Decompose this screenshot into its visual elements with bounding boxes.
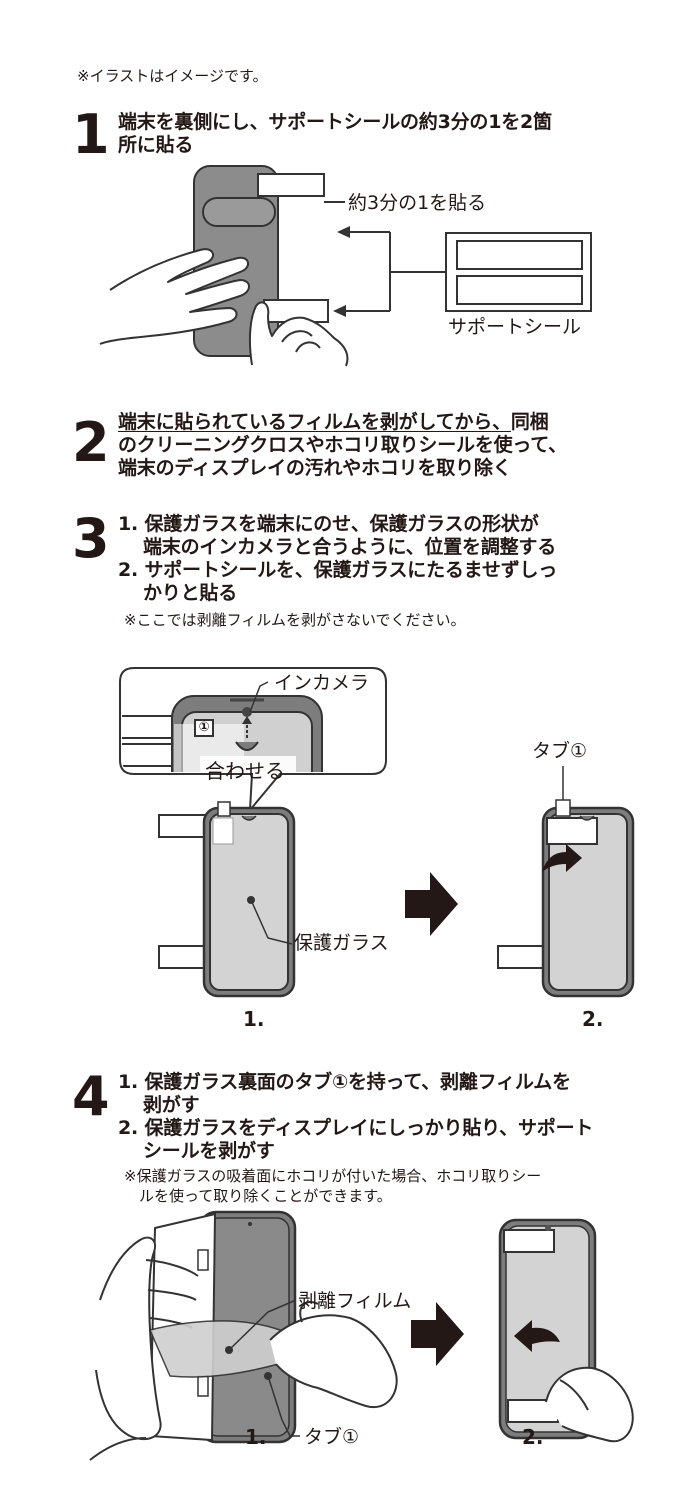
step-number-3: 3 bbox=[72, 507, 110, 570]
step2-line-3: 端末のディスプレイの汚れやホコリを取り除く bbox=[118, 457, 512, 479]
figure-label-4-1: 1. bbox=[245, 1425, 267, 1449]
step2-line-1: 端末に貼られているフィルムを剥がしてから、同梱 bbox=[118, 411, 549, 434]
step3-line-4: かりと貼る bbox=[143, 582, 238, 604]
step4-note-line-1: ※保護ガラスの吸着面にホコリが付いた場合、ホコリ取りシー bbox=[124, 1167, 542, 1185]
step4-note-line-2: ルを使って取り除くことができます。 bbox=[139, 1187, 392, 1205]
step1-illustration bbox=[99, 165, 592, 367]
label-in-camera: インカメラ bbox=[274, 672, 370, 694]
step4-line-1: 1. 保護ガラス裏面のタブ①を持って、剥離フィルムを bbox=[118, 1071, 571, 1093]
tab-mark-zoom: ① bbox=[198, 720, 210, 735]
figure-label-1: 1. bbox=[243, 1007, 265, 1031]
step2-line-1-rest: 同梱 bbox=[510, 411, 549, 433]
step3-line-2: 端末のインカメラと合うように、位置を調整する bbox=[143, 536, 557, 558]
label-approx-one-third: 約3分の1を貼る bbox=[348, 192, 487, 214]
illustration-note: ※イラストはイメージです。 bbox=[77, 67, 268, 85]
step4-line-3: 2. 保護ガラスをディスプレイにしっかり貼り、サポート bbox=[118, 1117, 594, 1139]
label-release-film: 剥離フィルム bbox=[298, 1290, 412, 1312]
label-tab-step4: タブ① bbox=[304, 1426, 360, 1448]
step-number-1: 1 bbox=[72, 103, 110, 166]
step1-line-2: 所に貼る bbox=[118, 134, 194, 156]
step2-underlined-text: 端末に貼られているフィルムを剥がしてから、 bbox=[118, 411, 511, 433]
label-support-sticker: サポートシール bbox=[448, 316, 582, 338]
step-number-2: 2 bbox=[72, 411, 110, 474]
figure-label-4-2: 2. bbox=[522, 1425, 544, 1449]
step-number-4: 4 bbox=[72, 1065, 110, 1128]
label-tab-step3: タブ① bbox=[532, 740, 588, 762]
step3-line-3: 2. サポートシールを、保護ガラスにたるませずしっ bbox=[118, 559, 558, 581]
step1-line-1: 端末を裏側にし、サポートシールの約3分の1を2箇 bbox=[118, 111, 552, 133]
step4-line-4: シールを剥がす bbox=[143, 1140, 275, 1162]
step3-line-1: 1. 保護ガラスを端末にのせ、保護ガラスの形状が bbox=[118, 513, 539, 535]
step3-note: ※ここでは剥離フィルムを剥がさないでください。 bbox=[124, 611, 466, 629]
step3-illustration bbox=[119, 667, 635, 998]
label-protective-glass: 保護ガラス bbox=[294, 932, 389, 954]
figure-label-2: 2. bbox=[582, 1007, 604, 1031]
label-align: 合わせる bbox=[205, 759, 285, 783]
step4-line-2: 剥がす bbox=[143, 1094, 200, 1116]
step2-line-2: のクリーニングクロスやホコリ取りシールを使って、 bbox=[118, 434, 567, 456]
